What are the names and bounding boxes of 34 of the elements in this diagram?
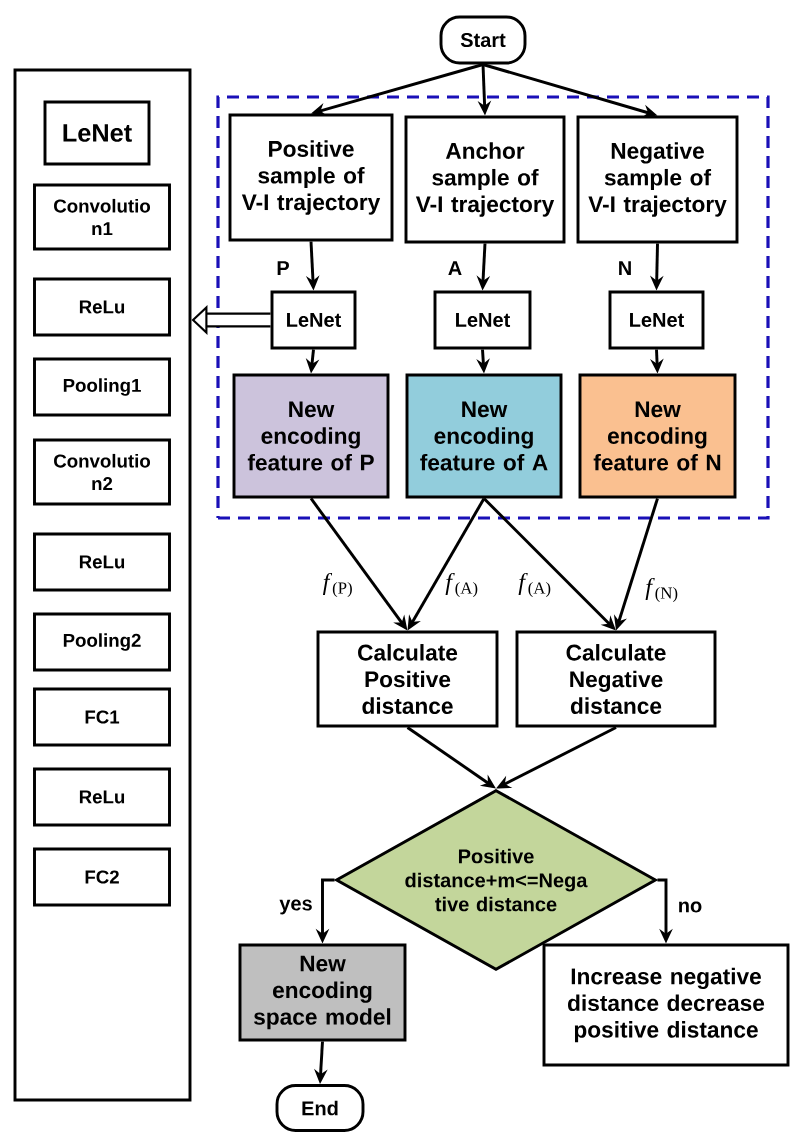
process-box: Calculate Positive distance [316, 630, 499, 728]
edge-label: f$_{(A)}$ [518, 572, 551, 598]
layer-box: Pooling2 [33, 612, 171, 672]
layer-box: ReLu [33, 767, 171, 827]
process-box: Anchor sample of V-I trajectory [404, 115, 566, 244]
layer-box: FC1 [33, 687, 171, 747]
process-box: Increase negative distance decrease positive distance [542, 943, 790, 1067]
layer-panel [13, 68, 192, 1102]
process-box: LeNet [608, 290, 705, 350]
edge-label: no [679, 901, 702, 913]
edge-label: f$_{(A)}$ [445, 572, 478, 598]
process-box: New encoding space model [238, 943, 407, 1042]
edge-label: P [277, 261, 289, 275]
group-frame [216, 95, 770, 520]
process-box: LeNet [433, 290, 532, 350]
feature-box: New encoding feature of A [405, 373, 563, 499]
edge-label: f$_{(N)}$ [645, 577, 678, 603]
edge-label: f$_{(P)}$ [322, 572, 352, 598]
process-box: LeNet [270, 290, 357, 350]
feature-box: New encoding feature of P [232, 373, 390, 499]
process-box: Calculate Negative distance [515, 630, 717, 728]
edge-label: A [448, 261, 462, 275]
layer-box: Convolutio n2 [33, 438, 171, 506]
layer-box: FC2 [33, 847, 171, 907]
process-box: Negative sample of V-I trajectory [576, 115, 739, 244]
edge-label: yes [279, 899, 312, 915]
heading-box: LeNet [43, 100, 151, 166]
layer-box: ReLu [33, 277, 171, 337]
edge-label: N [619, 261, 631, 275]
feature-box: New encoding feature of N [578, 373, 737, 499]
layer-box: ReLu [33, 532, 171, 592]
layer-box: Convolutio n1 [33, 183, 171, 251]
layer-box: Pooling1 [33, 357, 171, 417]
process-box: Positive sample of V-I trajectory [228, 113, 394, 242]
